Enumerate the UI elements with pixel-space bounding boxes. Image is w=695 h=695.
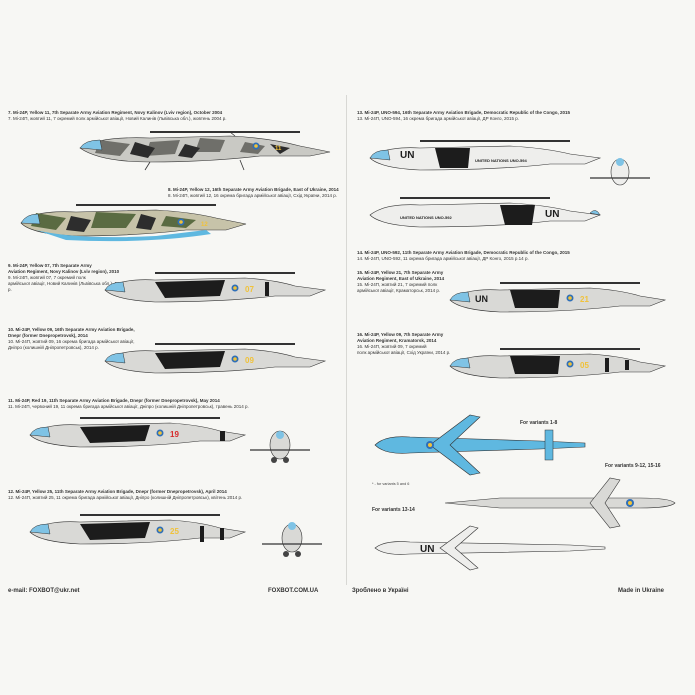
caption-7-ua: 7. Мі-24П, жовтий 11, 7 окремий полк арм… [8,116,227,121]
caption-13-ua: 13. Мі-24П, UNO-594, 16 окрема бригада а… [357,116,520,121]
caption-8: 8. Mi-24P, Yellow 12, 16th Separate Army… [168,187,343,199]
marking-05: 05 [580,361,589,370]
caption-10-en1: 10. Mi-24P, Yellow 09, 16th Separate Arm… [8,327,135,332]
caption-13: 13. Mi-24P, UNO-594, 16th Separate Army … [357,110,657,122]
caption-16: 16. Mi-24P, Yellow 09, 7th Separate Army… [357,332,477,356]
marking-un-14: UN [545,209,559,220]
caption-16-en2: Aviation Regiment, Kramatorsk, 2014 [357,338,437,343]
footer-email: e-mail: FOXBOT@ukr.net [8,588,80,594]
helicopter-8-profile: 12 [20,204,247,242]
marking-07: 07 [245,285,254,294]
helicopter-10-profile: 09 [104,343,327,374]
caption-15-ua2: армійської авіації, Краматорськ, 2014 р. [357,288,441,293]
footer-site: FOXBOT.COM.UA [268,588,319,594]
caption-9-en2: Aviation Regiment, Novy Kalinov (Lviv re… [8,269,120,274]
caption-10: 10. Mi-24P, Yellow 09, 16th Separate Arm… [8,327,188,351]
marking-un-13: UN [400,150,414,161]
caption-9-ua1: 9. Мі-24П, жовтий 07, 7 окремий полк [8,275,86,280]
variant-label-9-16: For variants 9-12, 15-16 [605,463,661,469]
helicopter-14-profile: UN UNITED NATIONS UNO-592 [369,197,602,228]
variant-label-1-8: For variants 1-8 [520,420,558,426]
marking-un-top: UN [420,544,434,555]
caption-15-en1: 15. Mi-24P, Yellow 21, 7th Separate Army [357,270,444,275]
marking-uno-592: UNITED NATIONS UNO-592 [400,215,452,220]
caption-15: 15. Mi-24P, Yellow 21, 7th Separate Army… [357,270,477,294]
front-view-13 [590,158,650,186]
helicopter-13-profile: UN UNITED NATIONS UNO-594 [369,140,602,171]
marking-25: 25 [170,527,179,536]
caption-16-en1: 16. Mi-24P, Yellow 09, 7th Separate Army [357,332,444,337]
caption-7-en: 7. Mi-24P, Yellow 11, 7th Separate Army … [8,110,223,115]
top-view-blue [374,414,586,476]
marking-09: 09 [245,356,254,365]
caption-8-ua: 8. Мі-24П, жовтий 12, 16 окрема бригада … [168,193,337,198]
helicopter-15-profile: UN 21 [449,282,667,313]
caption-12-ua: 12. Мі-24П, жовтий 25, 11 окрема бригада… [8,495,243,500]
caption-11: 11. Mi-24P, Red 19, 11th Separate Army A… [8,398,328,410]
caption-10-en2: Dnepr (former Dnepropetrovsk), 2014 [8,333,88,338]
variant-note: * - for variants 5 and 6 [372,482,410,486]
caption-16-ua1: 16. Мі-24П, жовтий 09, 7 окремий [357,344,427,349]
footer-made-ua: Зроблено в Україні [352,588,409,594]
caption-12: 12. Mi-24P, Yellow 25, 11th Separate Arm… [8,489,328,501]
caption-8-en: 8. Mi-24P, Yellow 12, 16th Separate Army… [168,187,339,192]
caption-14-ua: 14. Мі-24П, UNO-592, 11 окрема бригада а… [357,256,529,261]
marking-un-15: UN [475,294,488,304]
caption-14: 14. Mi-24P, UNO-592, 11th Separate Army … [357,250,657,262]
caption-11-ua: 11. Мі-24П, червоний 19, 11 окрема брига… [8,404,249,409]
caption-16-ua2: полк армійської авіації, Схід України, 2… [357,350,451,355]
helicopter-11-profile: 19 [29,417,247,448]
top-view-un: UN [374,525,606,571]
caption-15-ua1: 15. Мі-24П, жовтий 21, 7 окремий полк [357,282,438,287]
caption-12-en: 12. Mi-24P, Yellow 25, 11th Separate Arm… [8,489,227,494]
marking-21: 21 [580,295,589,304]
caption-7: 7. Mi-24P, Yellow 11, 7th Separate Army … [8,110,288,122]
marking-11: 11 [275,146,282,152]
marking-19: 19 [170,430,179,439]
helicopter-16-profile: 05 [449,348,667,379]
top-view-gray [444,477,676,529]
marking-uno-594: UNITED NATIONS UNO-594 [475,158,527,163]
footer-made-en: Made in Ukraine [618,588,665,594]
variant-label-13-14: For variants 13-14 [372,507,415,513]
caption-10-ua1: 10. Мі-24П, жовтий 09, 16 окрема бригада… [8,339,135,344]
caption-13-en: 13. Mi-24P, UNO-594, 16th Separate Army … [357,110,570,115]
helicopter-9-profile: 07 [104,272,327,303]
front-view-11 [250,430,310,463]
helicopter-7-profile: 11 [79,131,331,171]
caption-15-en2: Aviation Regiment, East of Ukraine, 2014 [357,276,445,281]
front-view-12 [262,522,322,557]
caption-14-en: 14. Mi-24P, UNO-592, 11th Separate Army … [357,250,570,255]
helicopter-12-profile: 25 [29,514,247,545]
column-divider [346,95,347,585]
caption-11-en: 11. Mi-24P, Red 19, 11th Separate Army A… [8,398,220,403]
caption-9-en1: 9. Mi-24P, Yellow 07, 7th Separate Army [8,263,92,268]
caption-10-ua2: Дніпро (колишній Дніпропетровськ), 2014 … [8,345,99,350]
marking-12: 12 [201,222,208,228]
